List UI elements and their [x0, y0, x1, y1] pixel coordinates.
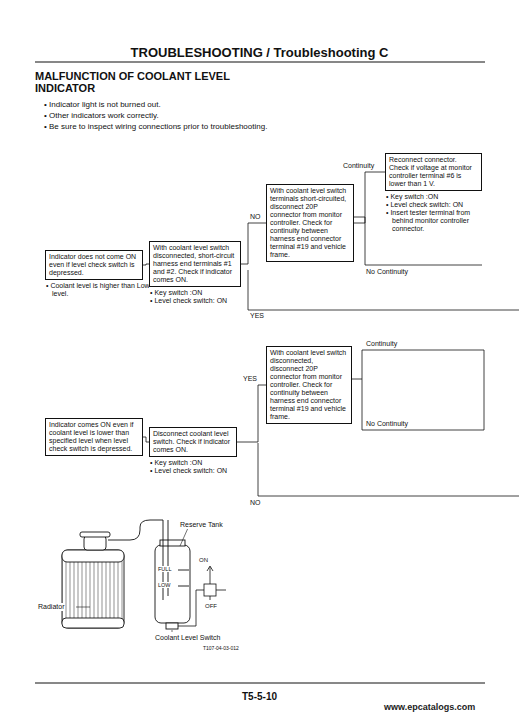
box-text: With coolant level switch terminals shor…: [270, 187, 350, 259]
branch-label: NO: [250, 213, 261, 221]
flow-connector: [241, 223, 266, 264]
condition-notes: • Key switch :ON• Level check switch: ON: [150, 289, 250, 305]
radiator: [62, 532, 124, 628]
part-label: Radiator: [38, 603, 64, 611]
condition-notes: • Key switch :ON• Level check switch: ON: [150, 459, 250, 475]
condition-note: • Key switch :ON: [386, 193, 490, 201]
box-text: Reconnect connector. Check if voltage at…: [389, 156, 478, 188]
branch-label: No Continuity: [366, 420, 408, 428]
branch-label: NO: [250, 499, 261, 507]
condition-notes: • Key switch :ON• Level check switch: ON…: [386, 193, 490, 233]
level-mark: FULL: [158, 566, 171, 572]
condition-notes: • Coolant level is higher than Low level…: [46, 282, 150, 298]
condition-note: • Coolant level is higher than Low level…: [46, 282, 150, 298]
level-mark: LOW: [158, 582, 171, 588]
part-label: Reserve Tank: [180, 521, 223, 529]
process-box: With coolant level switch terminals shor…: [266, 184, 354, 262]
flow-connector: [354, 172, 385, 223]
process-box: Disconnect coolant level switch. Check i…: [149, 427, 237, 457]
note-bullet: • Other indicators work correctly.: [44, 111, 159, 121]
process-box: Indicator comes ON even if coolant level…: [45, 418, 143, 456]
leader-lines: [76, 528, 188, 632]
note-bullet: • Indicator light is not burned out.: [44, 100, 161, 110]
process-box: With coolant level switch disconnected, …: [149, 241, 241, 287]
switch-state: OFF: [205, 603, 217, 610]
reserve-tank: [108, 520, 190, 629]
level-switch-symbol: [178, 566, 226, 626]
condition-note: • Insert tester terminal from behind mon…: [386, 209, 490, 233]
condition-note: • Key switch :ON: [150, 459, 250, 467]
figure-number: T107-04-03-012: [203, 645, 239, 651]
process-box: With coolant level switch disconnected, …: [266, 346, 352, 424]
box-text: Indicator comes ON even if coolant level…: [49, 421, 139, 453]
box-text: With coolant level switch disconnected, …: [270, 349, 348, 421]
note-bullet: • Be sure to inspect wiring connections …: [44, 122, 273, 132]
branch-label: YES: [250, 312, 264, 320]
branch-label: No Continuity: [366, 268, 408, 276]
condition-note: • Key switch :ON: [150, 289, 250, 297]
box-text: Indicator does not come ON even if level…: [49, 253, 139, 277]
section-heading: MALFUNCTION OF COOLANT LEVEL INDICATOR: [35, 70, 270, 94]
condition-note: • Level check switch: ON: [150, 467, 250, 475]
page-header: TROUBLESHOOTING / Troubleshooting C: [0, 45, 519, 60]
rules: [35, 62, 485, 683]
box-text: With coolant level switch disconnected, …: [153, 244, 237, 284]
condition-note: • Level check switch: ON: [386, 201, 490, 209]
watermark: www.epcatalogs.com: [384, 702, 475, 713]
process-box: Indicator does not come ON even if level…: [45, 250, 143, 280]
condition-note: • Level check switch: ON: [150, 297, 250, 305]
branch-label: Continuity: [343, 162, 374, 170]
branch-label: Continuity: [366, 340, 397, 348]
box-text: Disconnect coolant level switch. Check i…: [153, 430, 233, 454]
switch-state: ON: [199, 557, 208, 564]
flow-connector: [237, 385, 266, 442]
branch-label: YES: [243, 375, 257, 383]
process-box: Reconnect connector. Check if voltage at…: [385, 153, 482, 191]
part-label: Coolant Level Switch: [155, 634, 220, 642]
